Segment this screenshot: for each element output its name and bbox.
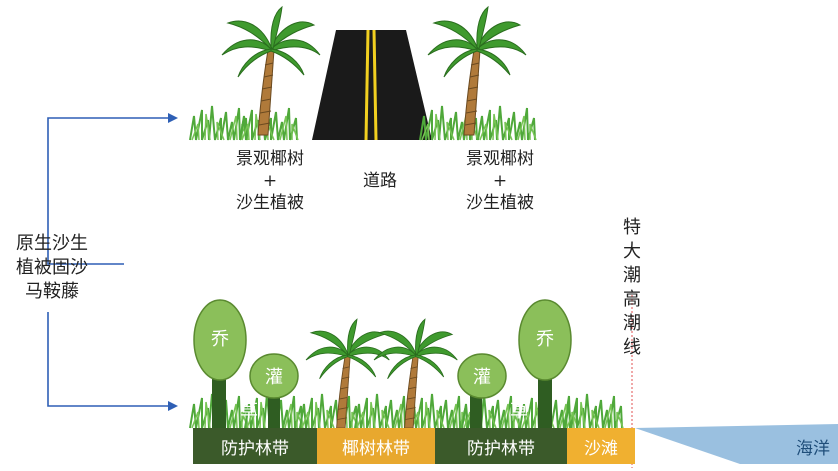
band-ocean: 海洋 xyxy=(796,438,830,459)
shrub-label-guan-right: 灌 xyxy=(473,367,491,388)
upper-left-line2: + xyxy=(262,171,278,191)
upper-left-line1: 景观椰树 xyxy=(236,149,304,169)
band-coconut-forest: 椰树林带 xyxy=(317,428,435,464)
grass-label-cao-right: 草 xyxy=(510,401,528,422)
upper-right-line2: + xyxy=(492,171,508,191)
shrub-label-guan-left: 灌 xyxy=(265,367,283,388)
native-vegetation-label: 原生沙生 植被固沙 马鞍藤 xyxy=(6,232,98,304)
upper-right-line3: 沙生植被 xyxy=(466,193,534,213)
upper-left-label: 景观椰树 + 沙生植被 xyxy=(222,148,318,214)
tree-label-qiao-right: 乔 xyxy=(536,329,554,350)
native-label-line2: 植被固沙 xyxy=(16,257,88,278)
upper-right-line1: 景观椰树 xyxy=(466,149,534,169)
upper-left-line3: 沙生植被 xyxy=(236,193,304,213)
tree-label-qiao-left: 乔 xyxy=(211,329,229,350)
native-label-line3: 马鞍藤 xyxy=(25,281,79,302)
road-label: 道路 xyxy=(363,171,397,191)
band-beach: 沙滩 xyxy=(567,428,635,464)
band-protective-forest-1: 防护林带 xyxy=(193,428,317,464)
tide-line-label: 特 大 潮 高 潮 线 xyxy=(623,217,641,358)
native-label-line1: 原生沙生 xyxy=(16,233,88,254)
band-protective-forest-2: 防护林带 xyxy=(435,428,567,464)
grass-label-cao-left: 草 xyxy=(240,401,258,422)
upper-right-label: 景观椰树 + 沙生植被 xyxy=(452,148,548,214)
